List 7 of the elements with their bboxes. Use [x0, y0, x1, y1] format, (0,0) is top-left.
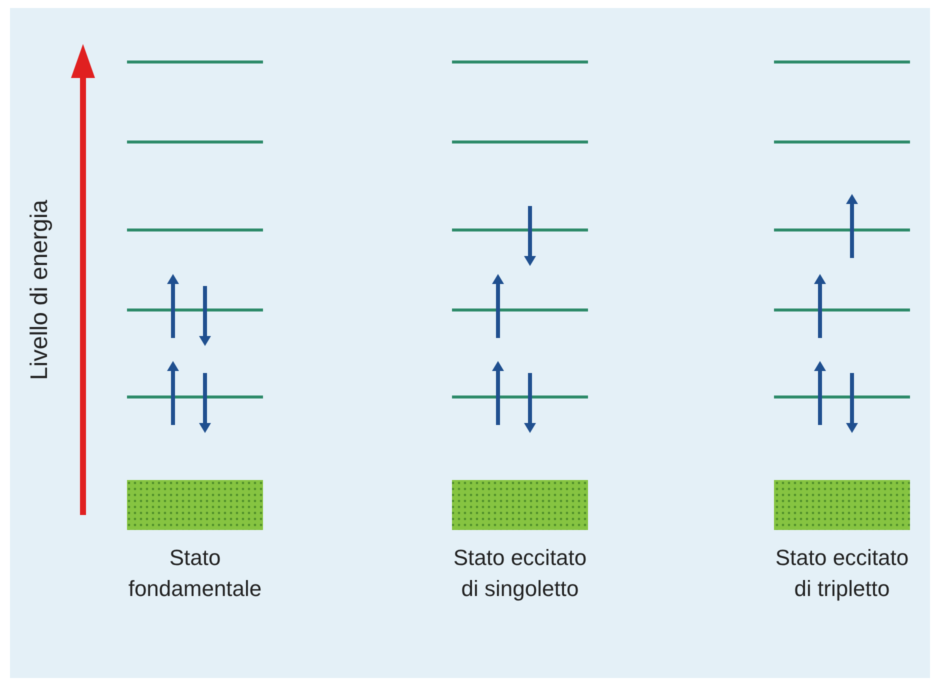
filled-band	[452, 480, 588, 530]
axis-label: Livello di energia	[26, 200, 54, 380]
state-caption: Stato fondamentale	[127, 544, 263, 603]
filled-band	[774, 480, 910, 530]
state-caption: Stato eccitato di singoletto	[452, 544, 588, 603]
filled-band	[127, 480, 263, 530]
state-caption: Stato eccitato di tripletto	[774, 544, 910, 603]
